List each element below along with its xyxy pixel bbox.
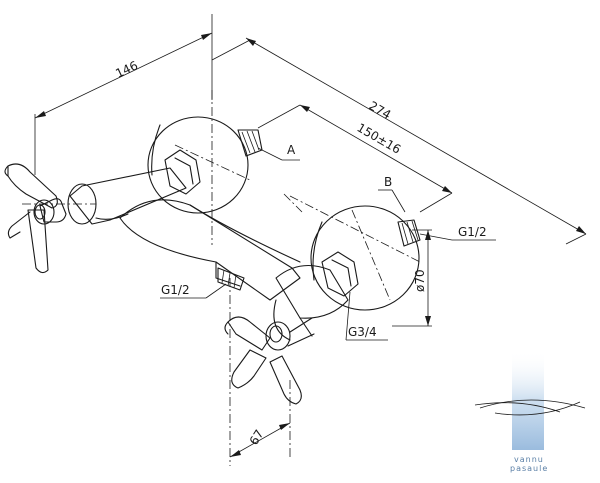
dim-146-label: 146 — [113, 58, 140, 80]
dimension-diameter-70: ø70 — [392, 229, 432, 327]
dim-diameter-label: ø70 — [413, 269, 427, 292]
watermark-line2: pasaule — [510, 464, 548, 473]
callout-g12-left: G1/2 — [160, 283, 227, 299]
callout-b-label: B — [384, 175, 392, 189]
callout-g34: G3/4 — [345, 291, 388, 341]
right-hex-nut — [321, 251, 359, 297]
right-wall-flange — [283, 193, 421, 311]
mixer-body — [119, 199, 301, 301]
callout-g34-label: G3/4 — [348, 325, 377, 339]
dim-67-label: 67 — [247, 427, 267, 447]
left-hex-nut — [164, 149, 201, 195]
callout-g12-right-label: G1/2 — [458, 225, 487, 239]
callout-g12-left-label: G1/2 — [161, 283, 190, 297]
watermark-logo: vannu pasaule — [474, 350, 586, 473]
dimension-150: 150±16 — [257, 104, 453, 213]
callout-a: A — [257, 143, 300, 161]
right-cross-handle — [224, 316, 315, 405]
left-wall-flange — [147, 90, 263, 245]
left-cross-handle — [4, 163, 96, 274]
watermark-line1: vannu — [514, 455, 544, 464]
callout-b: B — [378, 175, 406, 213]
callout-a-label: A — [287, 143, 296, 157]
dimension-146: 146 — [34, 14, 213, 175]
dim-150-label: 150±16 — [355, 120, 404, 156]
callout-g12-right: G1/2 — [419, 225, 496, 241]
dim-274-label: 274 — [367, 98, 394, 122]
dimension-67: 67 — [229, 278, 291, 466]
